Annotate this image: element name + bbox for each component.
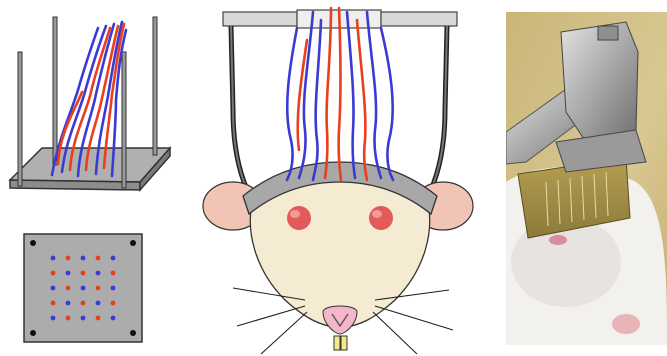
rat-eye: [549, 235, 567, 245]
tooth-right: [341, 336, 347, 350]
electrode-dot-blue: [111, 256, 116, 261]
post-back-right: [153, 17, 157, 155]
wire: [381, 28, 393, 180]
electrode-dot-red: [111, 301, 116, 306]
corner-hole: [30, 330, 36, 336]
wire: [325, 8, 331, 178]
corner-hole: [130, 240, 136, 246]
wire: [357, 20, 367, 180]
electrode-array-3d: [0, 0, 180, 215]
electrode-dot-blue: [96, 271, 101, 276]
rat-nose: [612, 314, 640, 334]
electrode-dot-red: [81, 301, 86, 306]
electrode-dot-blue: [51, 316, 56, 321]
wire: [313, 20, 321, 180]
electrode-grid-top-view: [22, 232, 144, 344]
electrode-dot-blue: [51, 286, 56, 291]
electrode-dot-blue: [51, 256, 56, 261]
corner-hole: [130, 330, 136, 336]
clamp-screw: [598, 26, 618, 40]
electrode-dot-blue: [111, 316, 116, 321]
clamp-bar-left: [223, 12, 297, 26]
electrode-dot-red: [81, 271, 86, 276]
rat-implant-diagram: [195, 0, 485, 356]
post-front-right: [122, 52, 126, 188]
electrode-dot-red: [51, 271, 56, 276]
electrode-dot-red: [96, 286, 101, 291]
electrode-dot-red: [66, 316, 71, 321]
eye-right: [369, 206, 393, 230]
base-plate-edge: [10, 180, 140, 190]
wire: [299, 12, 313, 178]
tooth-left: [334, 336, 340, 350]
clamp-bar-right: [381, 12, 457, 26]
eye-right-highlight: [372, 210, 382, 218]
electrode-dot-blue: [111, 286, 116, 291]
wire: [347, 12, 355, 178]
wire: [287, 28, 297, 180]
electrode-dot-red: [111, 271, 116, 276]
wire: [367, 12, 381, 178]
electrode-dot-blue: [66, 301, 71, 306]
electrode-dot-red: [96, 256, 101, 261]
electrode-dot-blue: [81, 256, 86, 261]
electrode-dot-blue: [81, 316, 86, 321]
whisker: [261, 312, 307, 354]
whisker: [375, 306, 453, 330]
electrode-dot-blue: [96, 301, 101, 306]
eye-left: [287, 206, 311, 230]
nose: [323, 306, 357, 334]
electrode-dot-red: [51, 301, 56, 306]
whisker: [373, 312, 417, 354]
electrode-dot-blue: [66, 271, 71, 276]
rat-photo: [506, 12, 667, 345]
wire: [339, 8, 341, 180]
corner-hole: [30, 240, 36, 246]
electrode-dot-red: [66, 256, 71, 261]
electrode-dot-blue: [81, 286, 86, 291]
post-back-left: [53, 17, 57, 165]
electrode-dot-red: [96, 316, 101, 321]
electrode-dot-red: [66, 286, 71, 291]
post-front-left: [18, 52, 22, 186]
implant-wires: [287, 8, 393, 180]
eye-left-highlight: [290, 210, 300, 218]
